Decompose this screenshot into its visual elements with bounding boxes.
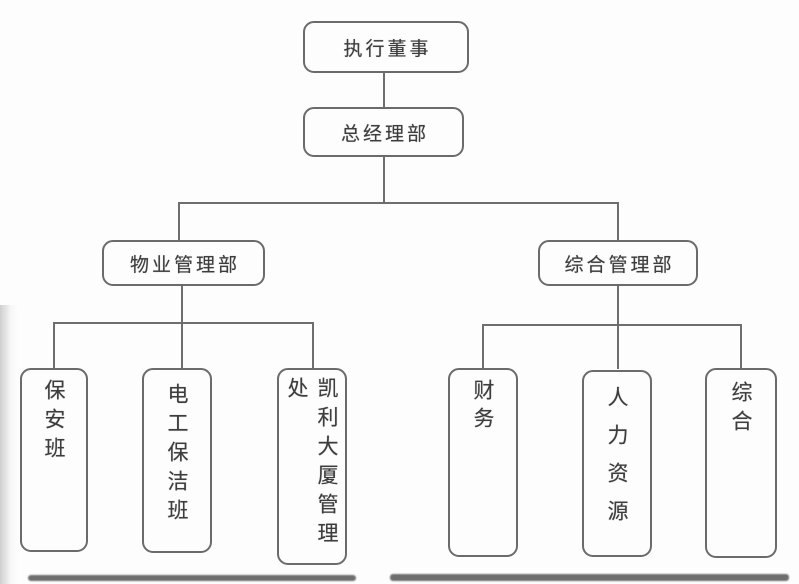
org-node-finance: 财务 (448, 368, 518, 557)
connector-level2-horizontal (178, 202, 619, 204)
org-node-label: 总经理部 (340, 123, 429, 145)
org-node-general-manager-dept: 总经理部 (303, 107, 464, 157)
connector-property-stem (181, 285, 183, 324)
org-node-human-resources: 人力资源 (582, 370, 652, 557)
org-node-label: 财务 (471, 379, 495, 435)
connector-comprehensive-horizontal (482, 324, 742, 326)
org-node-label: 电工保洁班 (165, 383, 189, 528)
connector-drop-kaili-office (312, 322, 314, 369)
connector-drop-comprehensive-mgmt (617, 202, 619, 241)
connector-drop-human-resources (617, 324, 619, 369)
connector-drop-property-mgmt (178, 202, 180, 241)
org-node-electrician-cleaning-team: 电工保洁班 (142, 368, 212, 553)
org-node-comprehensive-management-dept: 综合管理部 (538, 240, 698, 286)
connector-drop-general-affairs (740, 324, 742, 369)
connector-drop-security-team (53, 322, 55, 369)
org-node-label: 物业管理部 (129, 254, 240, 276)
connector-property-horizontal (53, 322, 314, 324)
connector-drop-electrician-team (181, 322, 183, 369)
org-node-kaili-building-management-office: 凯利大厦管理处 (277, 368, 347, 565)
org-node-property-management-dept: 物业管理部 (102, 240, 265, 286)
org-node-executive-director: 执行董事 (303, 21, 469, 73)
org-node-label: 综合 (729, 381, 753, 439)
org-node-security-team: 保安班 (20, 368, 88, 552)
org-node-label: 凯利大厦管理处 (285, 377, 339, 551)
scan-artifact-bottom-left (28, 575, 356, 581)
connector-drop-finance (482, 324, 484, 369)
scan-artifact-bottom-right (390, 574, 789, 581)
org-node-label: 执行董事 (343, 38, 432, 60)
connector-comprehensive-stem (617, 285, 619, 326)
org-node-label: 综合管理部 (564, 254, 675, 276)
connector-exec-to-gm (383, 73, 385, 108)
connector-gm-stem (383, 157, 385, 204)
scan-edge-shadow-left (0, 305, 18, 584)
org-node-general-affairs: 综合 (705, 368, 777, 558)
org-node-label: 人力资源 (605, 386, 629, 538)
org-node-label: 保安班 (42, 379, 66, 466)
